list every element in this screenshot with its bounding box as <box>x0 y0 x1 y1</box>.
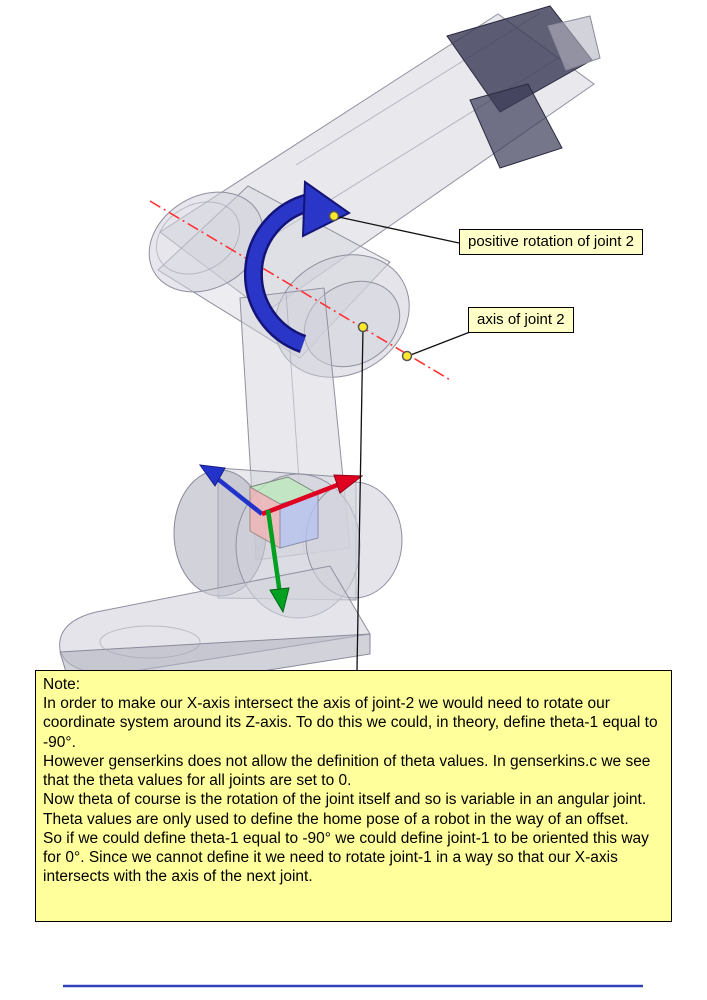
axis-marker-dots <box>328 210 413 362</box>
y-axis-arrow <box>265 509 290 614</box>
callout-positive-rotation-label: positive rotation of joint 2 <box>468 233 634 250</box>
axis-marker-dot <box>357 321 369 333</box>
positive-rotation-arrow-icon <box>243 180 351 353</box>
leader-to-note-box <box>356 326 364 671</box>
axis-marker-dot <box>328 210 340 222</box>
note-paragraph: So if we could define theta-1 equal to -… <box>43 829 649 886</box>
callout-positive-rotation: positive rotation of joint 2 <box>459 229 643 255</box>
leader-axis-of-joint2 <box>407 331 471 357</box>
callout-axis-of-joint2: axis of joint 2 <box>468 307 574 333</box>
z-axis-arrow <box>198 464 264 516</box>
note-paragraph: In order to make our X-axis intersect th… <box>43 695 658 751</box>
axis-marker-dot <box>401 350 413 362</box>
joint2-axis-line <box>149 200 453 382</box>
note-paragraph: However genserkins does not allow the de… <box>43 752 651 790</box>
coordinate-triad <box>198 464 364 614</box>
note-paragraph: Now theta of course is the rotation of t… <box>43 791 647 828</box>
leader-positive-rotation <box>333 215 460 244</box>
x-axis-arrow <box>261 474 364 517</box>
callout-axis-of-joint2-label: axis of joint 2 <box>477 311 565 328</box>
note-title: Note: <box>43 676 81 693</box>
callout-leader-lines <box>333 215 471 671</box>
note-box: Note: In order to make our X-axis inters… <box>35 670 672 922</box>
robot-end-housing <box>446 5 601 169</box>
